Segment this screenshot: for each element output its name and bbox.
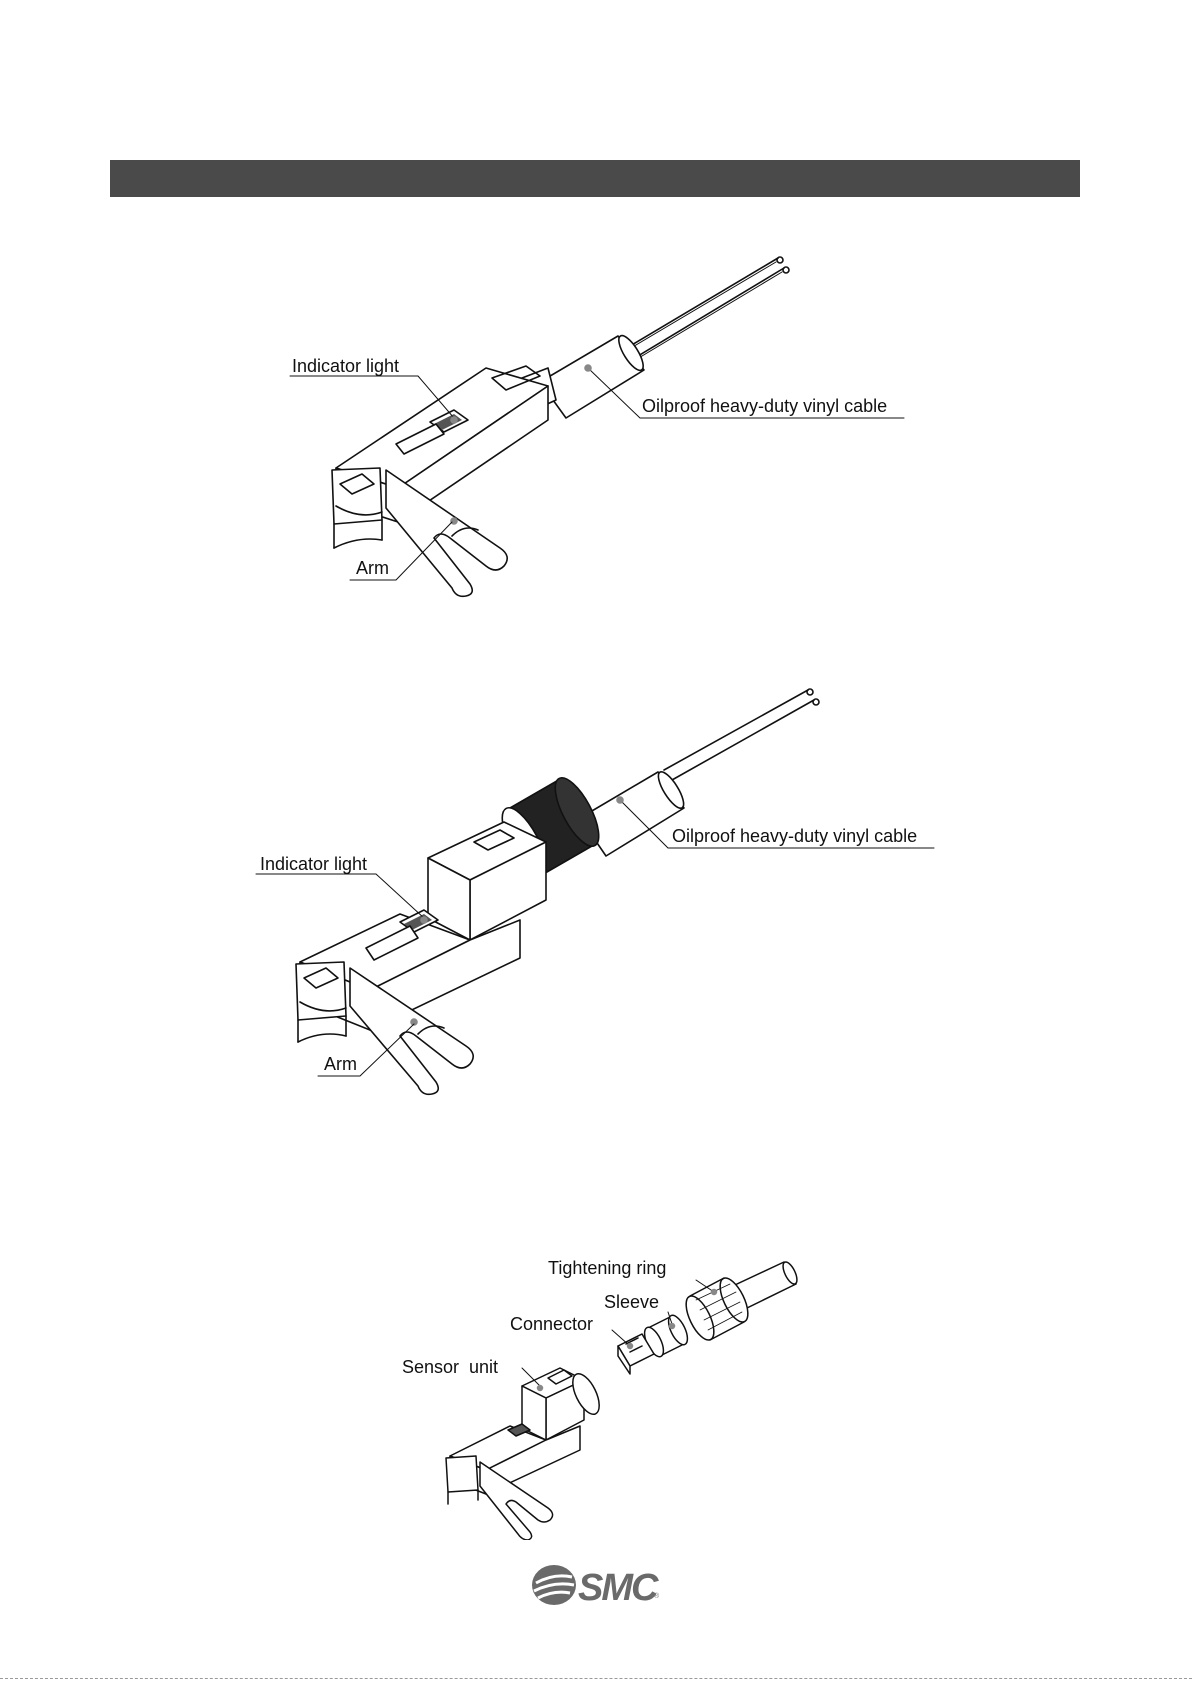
smc-logo-mark-icon [530, 1563, 578, 1607]
smc-logo: SMC ® [530, 1563, 660, 1609]
connector-label: Connector [510, 1314, 593, 1334]
sleeve-label: Sleeve [604, 1292, 659, 1312]
smc-logo-text: SMC [578, 1567, 656, 1610]
bottom-rule [0, 1678, 1192, 1679]
tightening-ring-label: Tightening ring [548, 1258, 666, 1278]
registered-mark: ® [654, 1593, 659, 1600]
sensor-unit-label: Sensor unit [402, 1357, 498, 1377]
figure-3-exploded-view [0, 0, 1192, 1540]
